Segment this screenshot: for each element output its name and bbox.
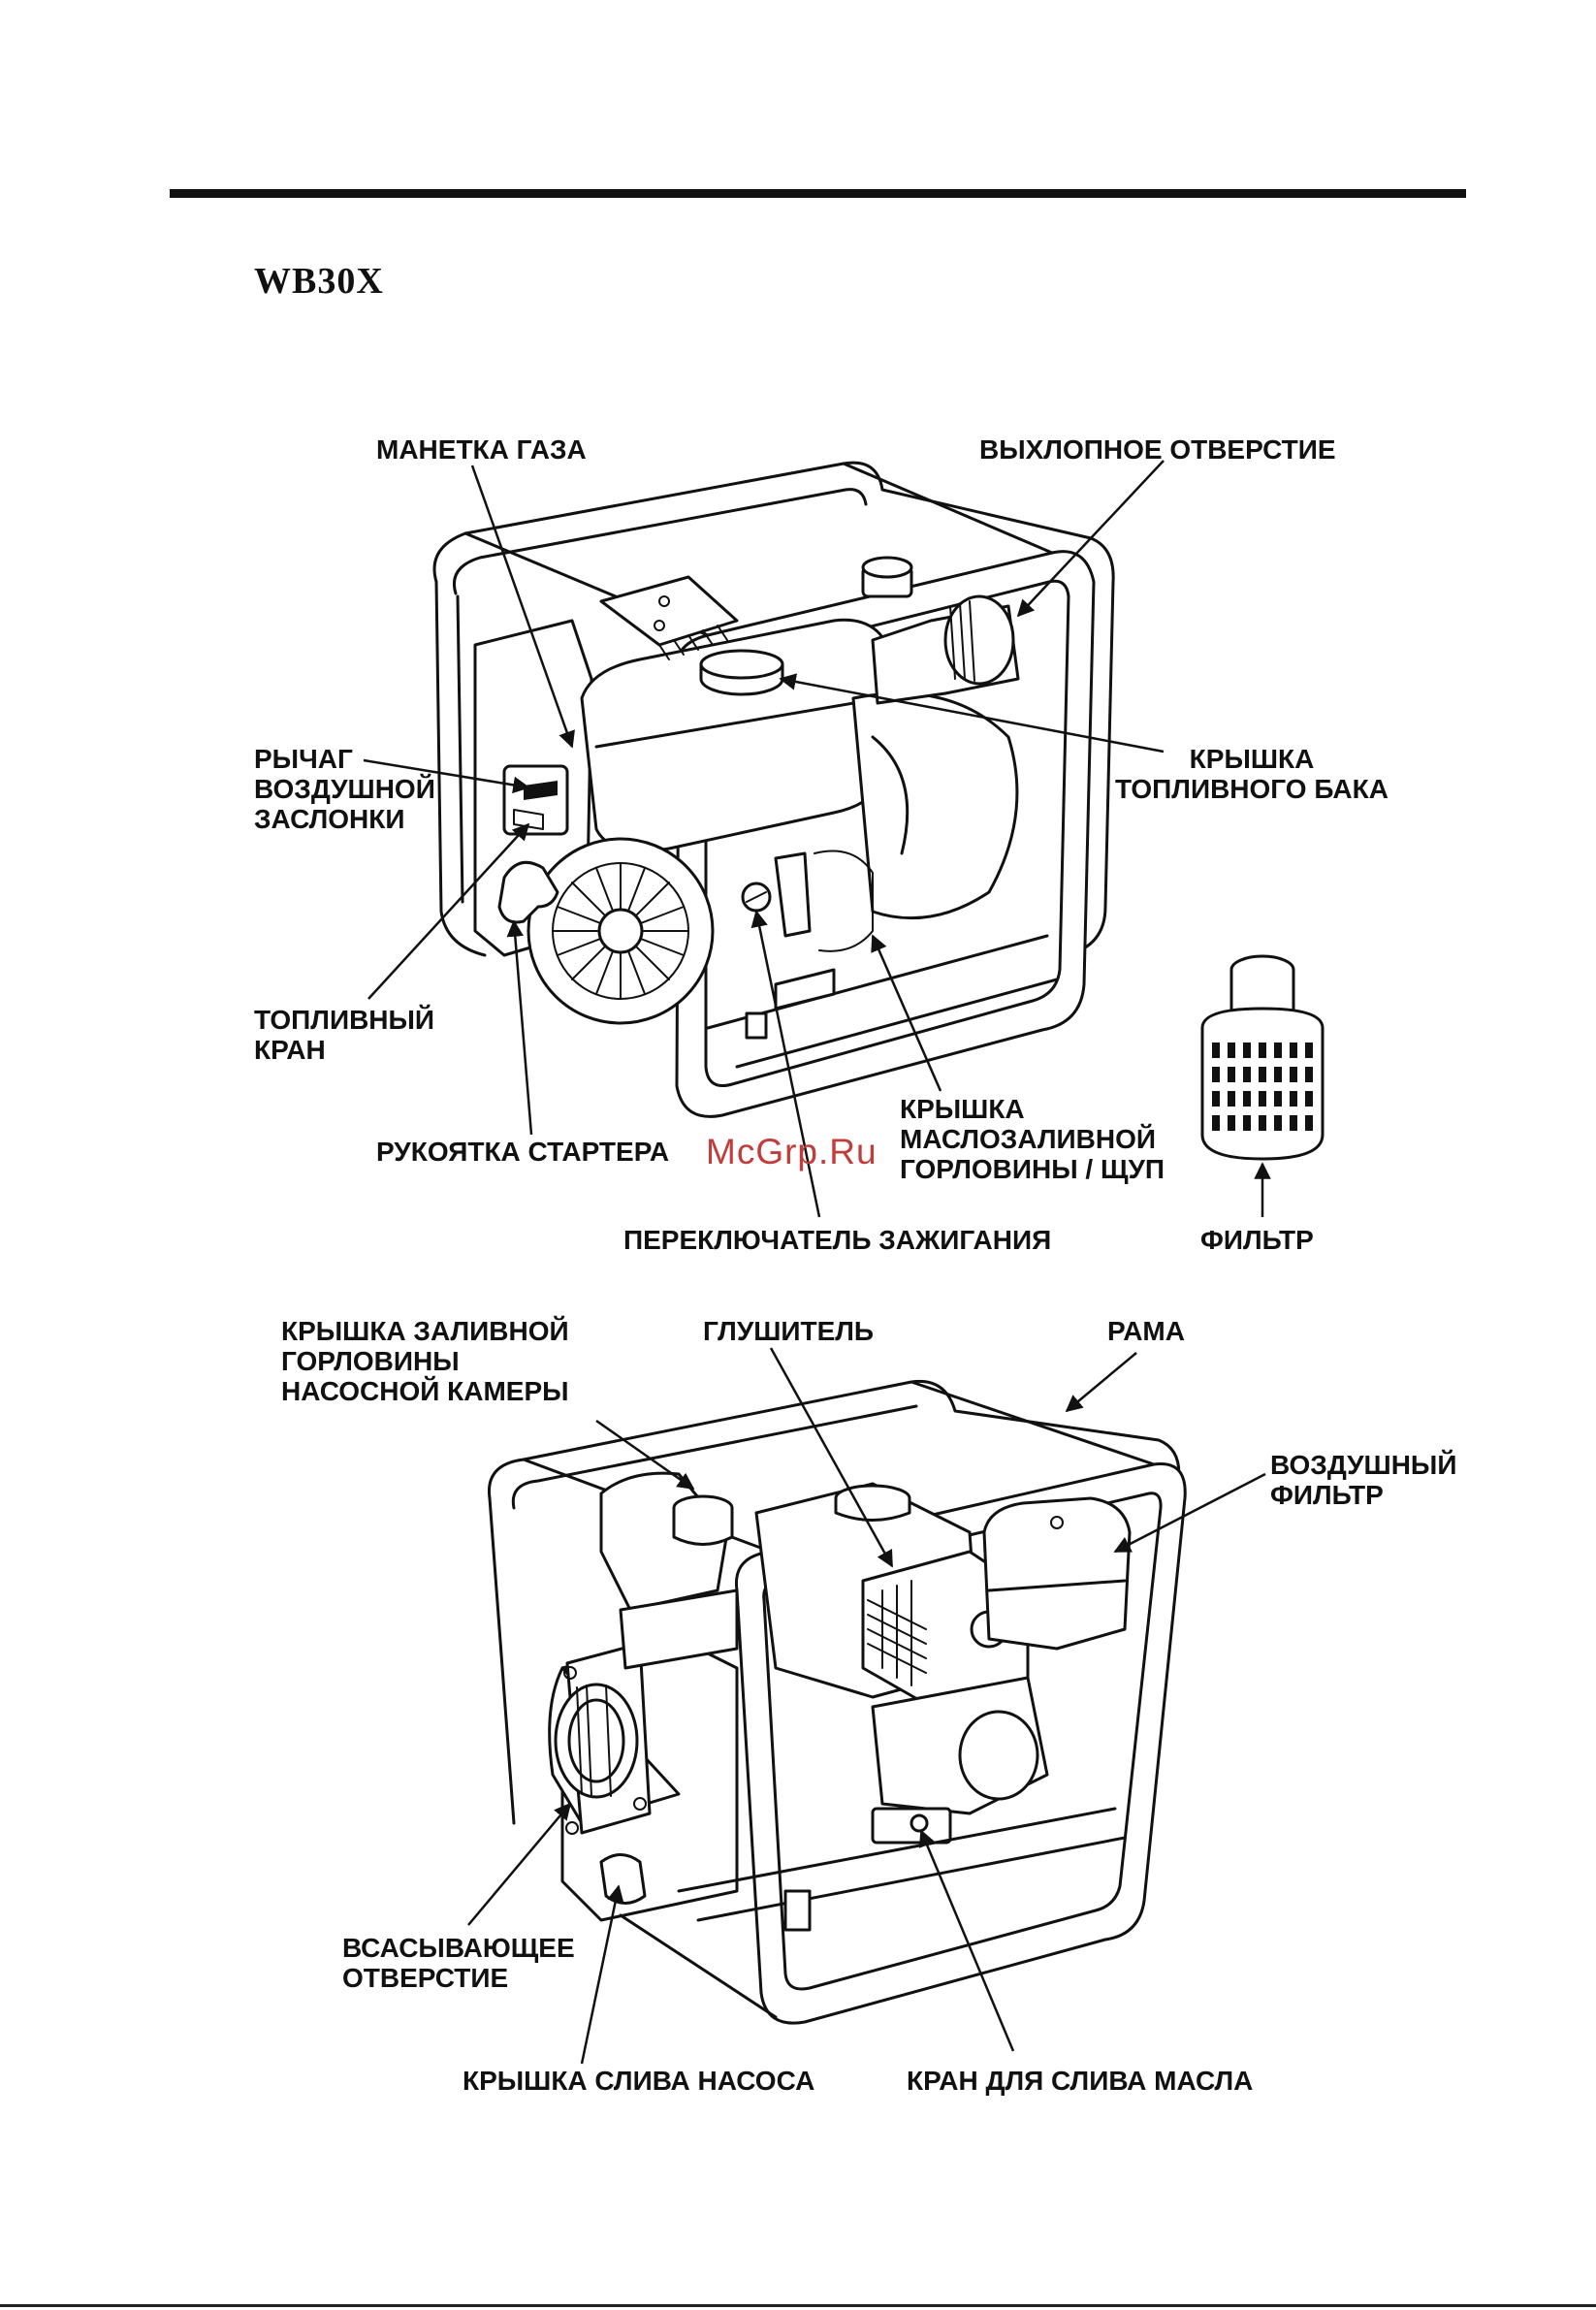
label-choke-lever: РЫЧАГ ВОЗДУШНОЙ ЗАСЛОНКИ <box>254 744 435 834</box>
label-throttle: МАНЕТКА ГАЗА <box>376 434 587 465</box>
label-starter-grip: РУКОЯТКА СТАРТЕРА <box>376 1137 670 1167</box>
bottom-leader-lines <box>467 1347 1266 2065</box>
label-strainer: ФИЛЬТР <box>1200 1225 1314 1255</box>
label-fuel-cap: КРЫШКА ТОПЛИВНОГО БАКА <box>1115 744 1389 804</box>
label-fuel-valve: ТОПЛИВНЫЙ КРАН <box>254 1005 435 1065</box>
top-leader-lines <box>363 460 1271 1218</box>
label-frame: РАМА <box>1107 1316 1185 1346</box>
label-oil-filler-cap: КРЫШКА МАСЛОЗАЛИВНОЙ ГОРЛОВИНЫ / ЩУП <box>900 1094 1165 1184</box>
label-ignition-switch: ПЕРЕКЛЮЧАТЕЛЬ ЗАЖИГАНИЯ <box>623 1225 1052 1255</box>
bottom-pump-drawing <box>487 1379 1187 2025</box>
label-air-filter: ВОЗДУШНЫЙ ФИЛЬТР <box>1270 1450 1457 1510</box>
top-pump-drawing <box>432 461 1115 1118</box>
label-pump-drain-plug: КРЫШКА СЛИВА НАСОСА <box>463 2066 815 2096</box>
watermark: McGrp.Ru <box>706 1132 878 1171</box>
strainer-filter-drawing <box>1200 954 1325 1161</box>
label-oil-drain-plug: КРАН ДЛЯ СЛИВА МАСЛА <box>907 2066 1254 2096</box>
model-title: WB30X <box>254 261 384 302</box>
label-muffler: ГЛУШИТЕЛЬ <box>703 1316 875 1346</box>
label-suction-port: ВСАСЫВАЮЩЕЕ ОТВЕРСТИЕ <box>342 1933 575 1993</box>
label-exhaust: ВЫХЛОПНОЕ ОТВЕРСТИЕ <box>979 434 1336 465</box>
header-rule <box>170 189 1466 198</box>
label-priming-cap: КРЫШКА ЗАЛИВНОЙ ГОРЛОВИНЫ НАСОСНОЙ КАМЕР… <box>281 1316 569 1406</box>
footer-rule <box>0 2304 1596 2307</box>
